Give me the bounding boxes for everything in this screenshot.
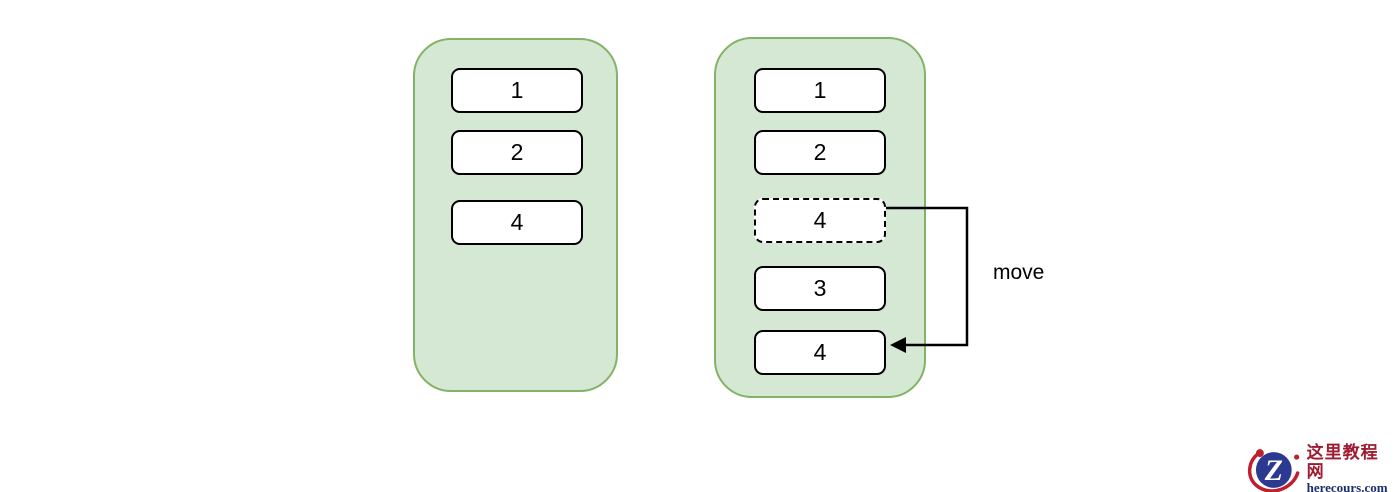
move-arrow bbox=[886, 206, 969, 353]
stack-item-label: 1 bbox=[813, 77, 827, 103]
stack-item-1: 1 bbox=[754, 68, 886, 113]
stack-container-before: 1 2 4 bbox=[413, 38, 618, 392]
stack-item-label: 3 bbox=[813, 275, 827, 301]
stack-item-4-dashed-source: 4 bbox=[754, 198, 886, 243]
stack-item-2: 2 bbox=[451, 130, 583, 175]
arrowhead-icon bbox=[890, 337, 906, 353]
stack-item-4: 4 bbox=[451, 200, 583, 245]
site-watermark: Z 这里教程网 herecours.com bbox=[1247, 443, 1396, 492]
site-url: herecours.com bbox=[1306, 480, 1388, 492]
site-watermark-text: 这里教程网 herecours.com bbox=[1306, 443, 1396, 492]
stack-item-1: 1 bbox=[451, 68, 583, 113]
logo-letter: Z bbox=[1264, 454, 1283, 487]
stack-item-label: 2 bbox=[813, 139, 827, 165]
stack-item-label: 4 bbox=[813, 207, 827, 233]
stack-item-label: 4 bbox=[510, 209, 524, 235]
stack-item-4-moved-target: 4 bbox=[754, 330, 886, 375]
stack-item-label: 2 bbox=[510, 139, 524, 165]
site-logo-icon: Z bbox=[1247, 448, 1300, 492]
stack-container-after: 1 2 4 3 4 bbox=[714, 37, 926, 398]
site-name: 这里教程网 bbox=[1306, 443, 1379, 481]
stack-item-2: 2 bbox=[754, 130, 886, 175]
stack-item-label: 1 bbox=[510, 77, 524, 103]
stack-item-label: 4 bbox=[813, 339, 827, 365]
stack-item-3: 3 bbox=[754, 266, 886, 311]
move-arrow-label: move bbox=[993, 261, 1045, 284]
